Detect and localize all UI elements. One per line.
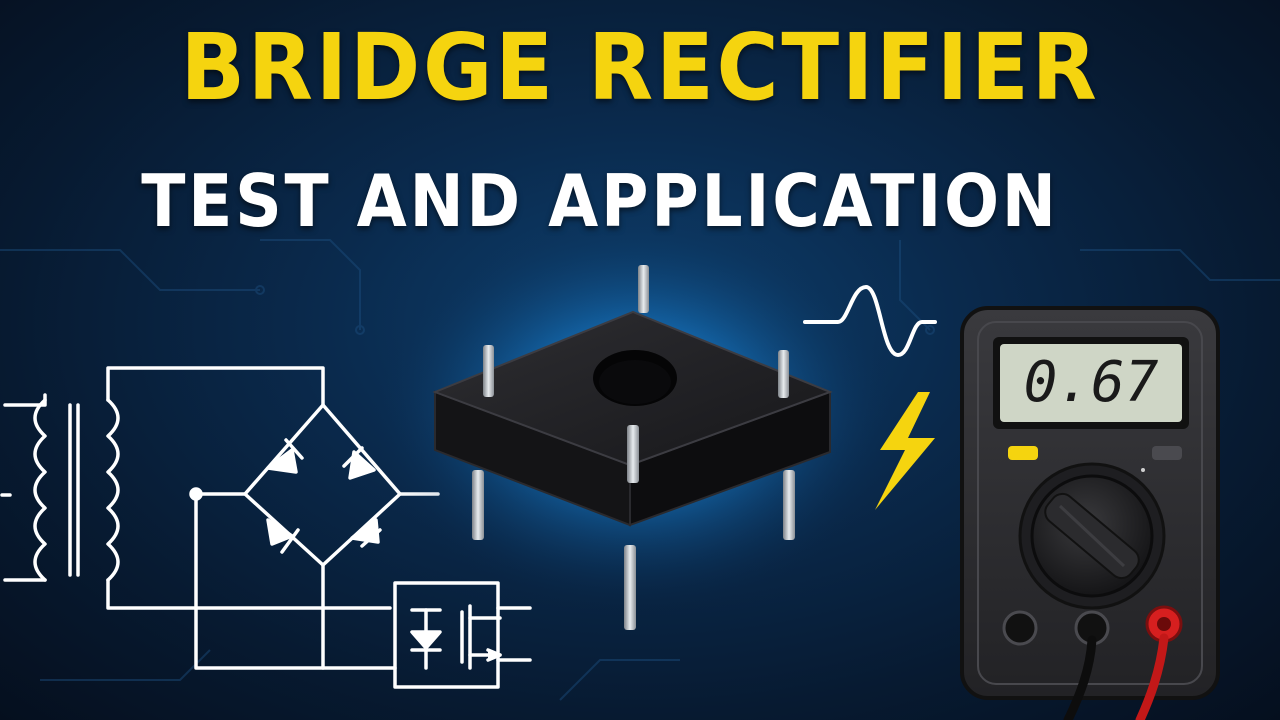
- selector-dial-icon: [1018, 462, 1166, 610]
- multimeter-reading: 0.67: [1024, 350, 1159, 415]
- component-pins: [472, 470, 795, 630]
- background-circuit-traces: [0, 239, 1280, 701]
- diode-bridge-icon: [243, 403, 440, 670]
- sine-wave-icon: [803, 284, 937, 358]
- probe-jack-left: [1002, 610, 1038, 646]
- title-heading: BRIDGE RECTIFIER: [180, 14, 1100, 121]
- function-button-yellow: [1008, 446, 1038, 460]
- function-button-grey: [1152, 446, 1182, 460]
- lightning-bolt-icon: [875, 392, 935, 510]
- subtitle-heading: TEST AND APPLICATION: [141, 159, 1059, 243]
- transformer-icon: [0, 393, 120, 582]
- regulator-box-icon: [393, 581, 532, 689]
- bridge-rectifier-component: [370, 220, 900, 630]
- multimeter-icon: [960, 306, 1220, 720]
- schematic-diagram: [0, 366, 532, 689]
- lcd-display: [1000, 344, 1182, 422]
- probe-lead-icon: [1063, 633, 1169, 720]
